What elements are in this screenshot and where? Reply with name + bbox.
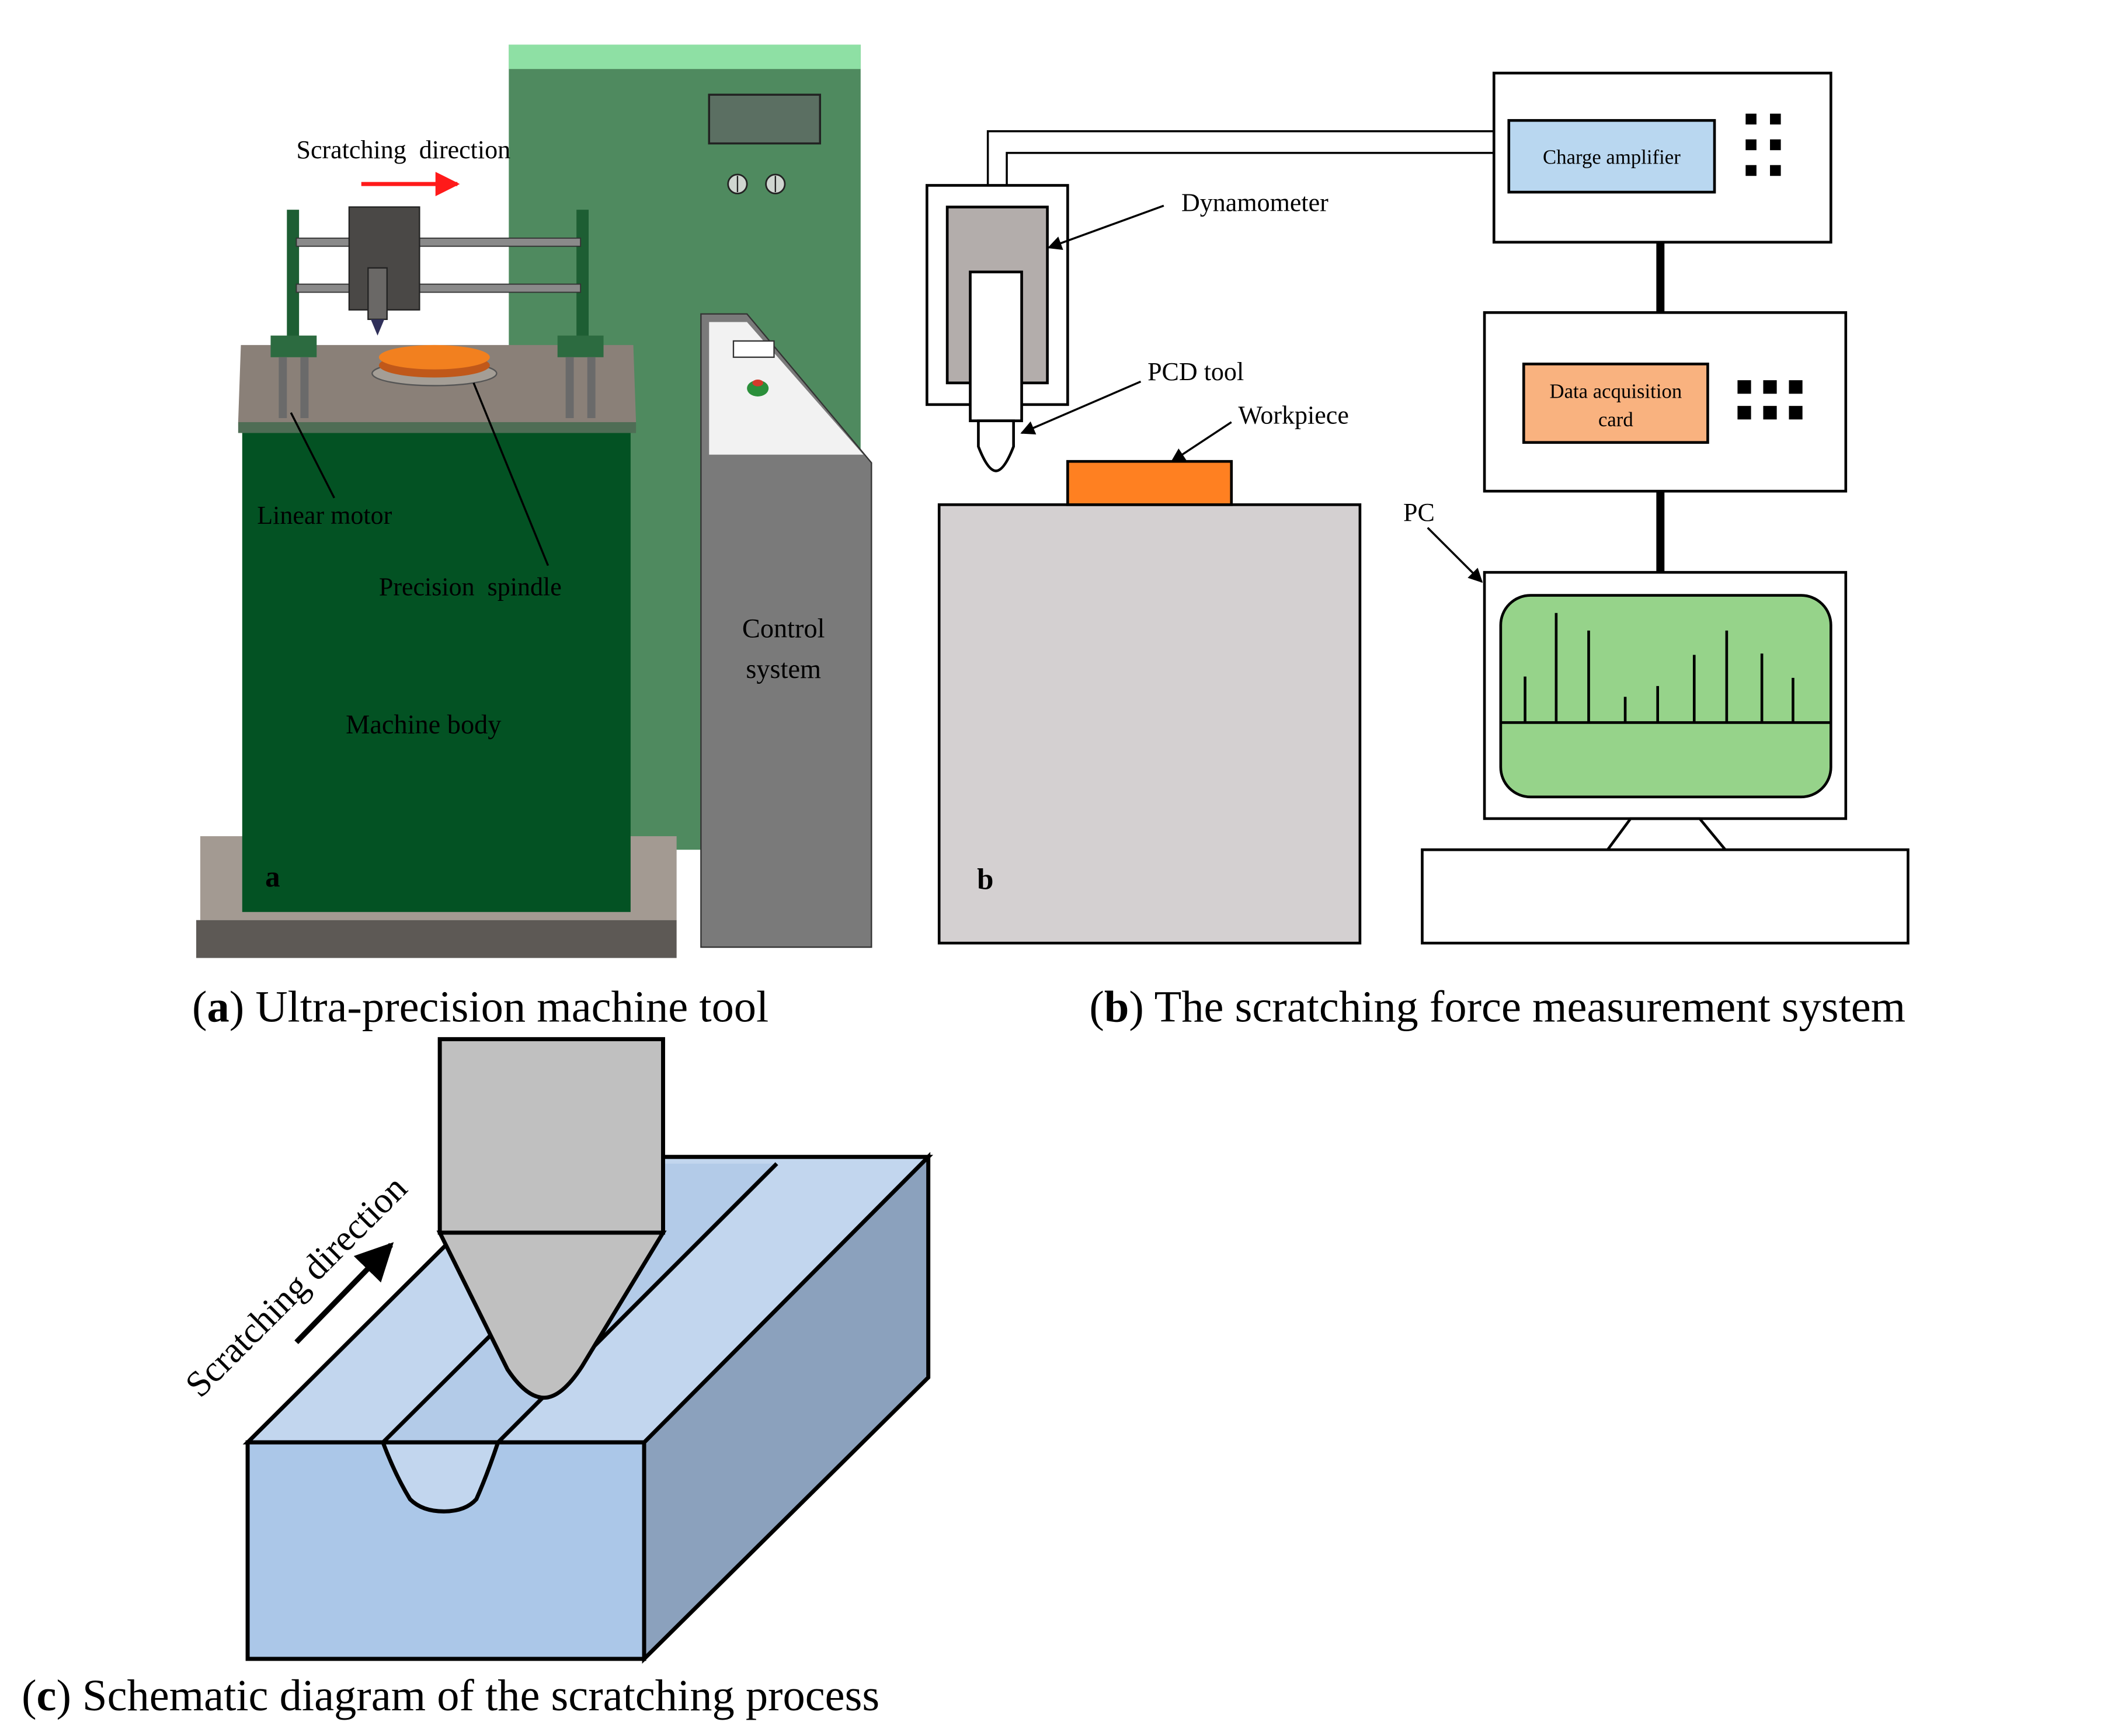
- scratching-direction-arrow-c: [294, 1242, 394, 1344]
- pc-screen: [1499, 594, 1832, 799]
- panel-c-scratching-schematic: Scratching direction: [177, 1037, 934, 1664]
- connector-card-pc: [1656, 491, 1665, 573]
- monitor-stand: [1606, 817, 1727, 851]
- gantry-post-left: [287, 210, 300, 345]
- label-workpiece: Workpiece: [1238, 401, 1349, 429]
- force-signal-spikes: [1524, 613, 1794, 723]
- label-charge-amplifier: Charge amplifier: [1543, 145, 1681, 168]
- caption-c-letter: c: [37, 1671, 57, 1720]
- label-dynamometer: Dynamometer: [1181, 188, 1328, 217]
- tool-tip: [370, 319, 385, 336]
- keyboard: [1421, 848, 1910, 945]
- gantry-post-right: [576, 210, 589, 345]
- charge-amplifier-buttons: [1745, 113, 1781, 176]
- label-data-acquisition-line2: card: [1598, 408, 1633, 431]
- control-cabinet-face: [700, 313, 872, 948]
- panel-a-machine-tool: Scratching direction Linear motor Precis…: [196, 44, 872, 958]
- linear-motor-right: [557, 335, 604, 357]
- cable-outer: [986, 130, 1497, 207]
- machine-base-bottom: [196, 920, 677, 958]
- label-pc: PC: [1403, 498, 1435, 527]
- caption-c: (c) Schematic diagram of the scratching …: [22, 1671, 879, 1720]
- caption-a: (a) Ultra-precision machine tool: [192, 982, 768, 1032]
- label-control-system-line2: system: [746, 655, 821, 684]
- data-acquisition-buttons: [1737, 380, 1803, 420]
- caption-b-letter: b: [1104, 982, 1129, 1032]
- pcd-tool-tip: [977, 419, 1015, 472]
- label-precision-spindle: Precision spindle: [379, 573, 562, 601]
- tool-cone-c: [436, 1230, 667, 1400]
- emergency-button: [747, 380, 769, 396]
- cabinet-display: [708, 93, 822, 145]
- connector-amp-card: [1656, 242, 1665, 313]
- tool-shank-c: [437, 1037, 665, 1235]
- gantry-rail-bottom: [295, 283, 582, 293]
- pcd-tool-shank: [969, 270, 1023, 422]
- label-pcd-tool: PCD tool: [1147, 357, 1244, 386]
- charge-amplifier-display: [1507, 119, 1716, 194]
- panel-b-measurement-system: Dynamometer Charge amplifier PCD tool Wo…: [926, 71, 1910, 945]
- panel-letter-b: b: [977, 863, 993, 896]
- spindle-disk: [378, 345, 490, 370]
- gantry-rail-top: [295, 237, 582, 247]
- panel-letter-a: a: [265, 861, 280, 893]
- label-control-system-line1: Control: [742, 614, 825, 643]
- workpiece: [1066, 460, 1233, 506]
- label-scratching-direction-a: Scratching direction: [296, 135, 510, 164]
- tool-holder: [367, 267, 388, 321]
- caption-a-letter: a: [207, 982, 229, 1032]
- data-acquisition-card: [1522, 363, 1709, 444]
- caption-b: (b) The scratching force measurement sys…: [1089, 982, 1905, 1032]
- control-display: [732, 340, 775, 358]
- scratch-groove-profile: [380, 1440, 501, 1514]
- machine-body: [242, 430, 631, 912]
- linear-motor-left: [270, 335, 317, 357]
- work-plate-edge: [238, 422, 637, 433]
- back-cabinet-top: [509, 44, 861, 69]
- label-data-acquisition-line1: Data acquisition: [1549, 380, 1682, 402]
- stage: [937, 503, 1362, 945]
- label-machine-body: Machine body: [346, 710, 501, 740]
- label-linear-motor: Linear motor: [257, 501, 392, 530]
